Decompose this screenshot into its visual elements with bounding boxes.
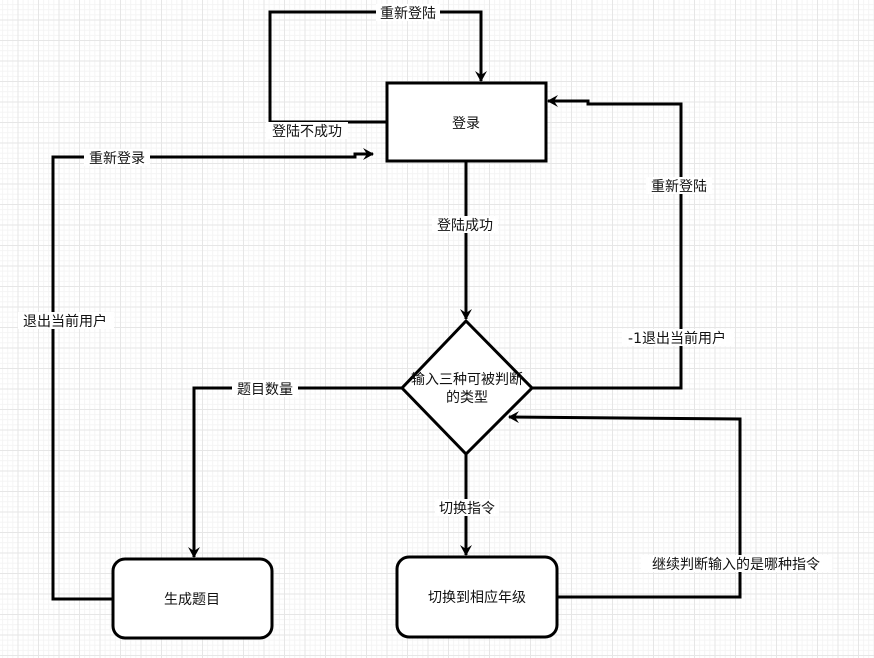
edge-label-question-count: 题目数量 [237, 382, 293, 398]
edge-label-logout-right: -1退出当前用户 [628, 330, 726, 347]
edge-label-logout-left: 退出当前用户 [23, 313, 107, 330]
node-login-label: 登录 [452, 116, 480, 132]
node-generate-questions[interactable] [111, 557, 274, 640]
node-decision-label-line2: 的类型 [446, 390, 488, 406]
edge-question-count [188, 386, 402, 558]
node-decision[interactable] [399, 318, 535, 457]
edge-label-relogin-top: 重新登陆 [380, 6, 436, 22]
node-decision-label-line1: 输入三种可被判断 [411, 372, 523, 388]
node-switch-grade-label: 切换到相应年级 [428, 589, 526, 606]
edge-continue-judge [508, 411, 742, 599]
node-generate-questions-label: 生成题目 [164, 592, 220, 608]
edge-logout-relogin-left [51, 148, 374, 601]
edge-label-switch-command: 切换指令 [439, 500, 495, 517]
node-switch-grade[interactable] [395, 555, 559, 639]
edge-label-relogin-left: 重新登录 [89, 151, 145, 167]
edge-label-relogin-right: 重新登陆 [651, 179, 707, 195]
edge-logout-relogin-right [532, 95, 683, 390]
edge-label-login-fail: 登陆不成功 [272, 124, 342, 140]
edge-label-login-success: 登陆成功 [437, 218, 493, 234]
node-login[interactable] [385, 81, 548, 163]
edge-label-continue-judge: 继续判断输入的是哪种指令 [652, 556, 820, 573]
